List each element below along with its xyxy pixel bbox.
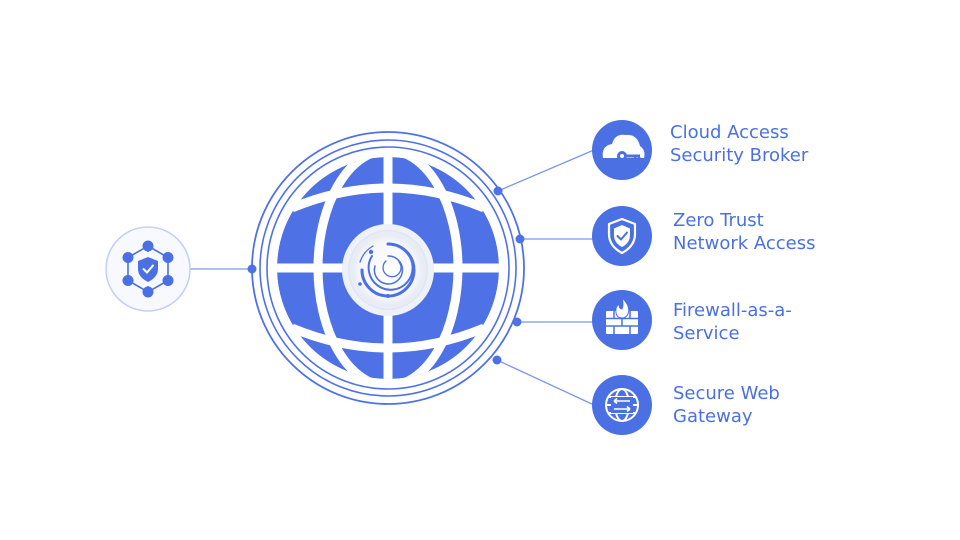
connector-swg [496,359,595,406]
service-node-casb [592,120,652,180]
service-label-ztna: Zero Trust Network Access [673,210,816,254]
shield-check-icon [607,217,637,255]
service-node-fwaas [592,290,652,350]
spinner-core-icon [342,224,434,316]
globe-arrows-icon [605,388,639,422]
ring-dot-casb [493,186,503,196]
ring-dot-swg [492,355,502,365]
connector-lines [190,149,595,406]
service-label-swg: Secure Web Gateway [673,383,780,427]
connector-casb [497,149,595,192]
cloud-key-icon [602,134,645,161]
service-node-swg [592,375,652,435]
service-node-ztna [592,206,652,266]
ring-dot-ztna [515,234,525,244]
service-label-casb: Cloud Access Security Broker [670,122,809,166]
service-label-fwaas: Firewall-as-a- Service [673,300,792,344]
ring-dot-hub [247,264,257,274]
network-hub [105,226,191,312]
ring-dot-fwaas [512,317,522,327]
globe [247,131,525,405]
firewall-icon [606,296,638,334]
